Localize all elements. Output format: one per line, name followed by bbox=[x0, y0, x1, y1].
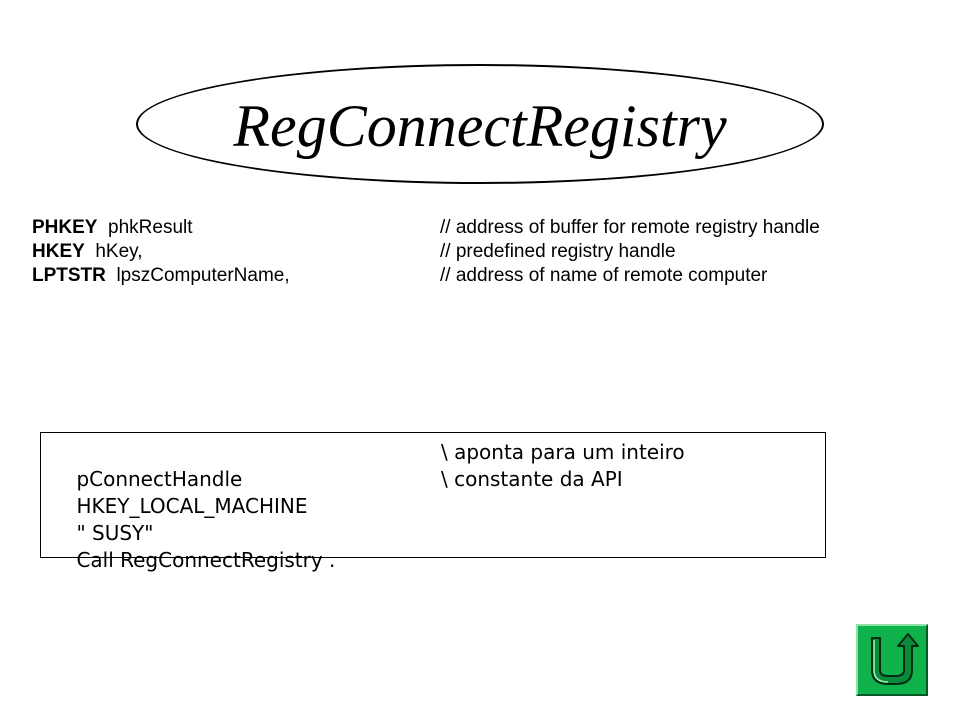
param-type: HKEY bbox=[32, 241, 85, 262]
code-text: " SUSY" bbox=[76, 521, 154, 545]
code-text: Call RegConnectRegistry . bbox=[76, 548, 336, 572]
code-comment: \ aponta para um inteiro bbox=[441, 440, 685, 464]
code-line: " SUSY" bbox=[51, 493, 825, 545]
param-type: PHKEY bbox=[32, 217, 98, 238]
code-example-box: pConnectHandle \ aponta para um inteiro … bbox=[40, 432, 826, 572]
param-name: phkResult bbox=[108, 217, 193, 238]
signature-row: HKEY hKey, // predefined registry handle bbox=[32, 240, 932, 264]
title-ellipse bbox=[136, 64, 824, 184]
param-name: lpszComputerName, bbox=[116, 265, 290, 286]
return-button[interactable] bbox=[856, 624, 928, 696]
page-title: RegConnectRegistry bbox=[233, 93, 727, 159]
param-name: hKey, bbox=[95, 241, 143, 262]
param-comment: // address of name of remote computer bbox=[440, 265, 768, 286]
code-line: HKEY_LOCAL_MACHINE \ constante da API bbox=[51, 466, 825, 518]
code-text: pConnectHandle bbox=[76, 467, 243, 491]
param-type: LPTSTR bbox=[32, 265, 106, 286]
code-line: pConnectHandle \ aponta para um inteiro bbox=[51, 439, 825, 491]
function-signature: PHKEY phkResult // address of buffer for… bbox=[32, 216, 932, 288]
code-comment: \ constante da API bbox=[441, 467, 623, 491]
code-line: Call RegConnectRegistry . bbox=[51, 520, 825, 572]
param-comment: // predefined registry handle bbox=[440, 241, 676, 262]
param-comment: // address of buffer for remote registry… bbox=[440, 217, 820, 238]
code-text: HKEY_LOCAL_MACHINE bbox=[76, 494, 308, 518]
signature-row: LPTSTR lpszComputerName, // address of n… bbox=[32, 264, 932, 288]
signature-row: PHKEY phkResult // address of buffer for… bbox=[32, 216, 932, 240]
return-arrow-icon bbox=[871, 633, 919, 685]
